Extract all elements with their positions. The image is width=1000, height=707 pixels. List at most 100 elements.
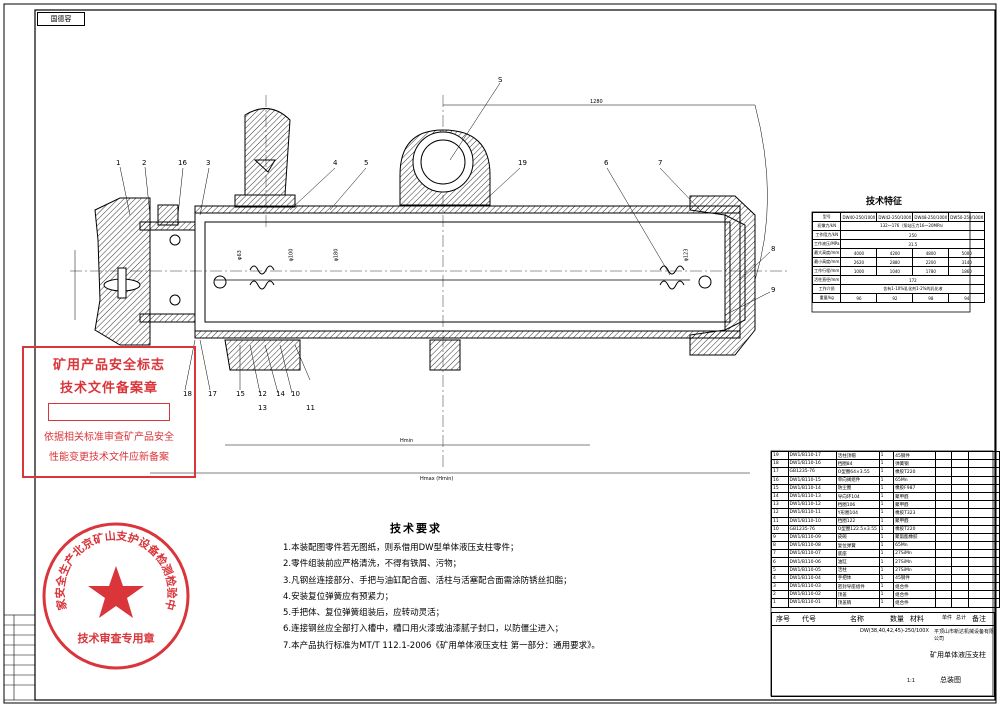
bom-cell: 1 xyxy=(878,565,895,575)
bom-cell: 3 xyxy=(771,581,789,592)
bom-cell: 2 xyxy=(771,590,789,600)
base xyxy=(689,195,756,356)
bom-cell: 1 xyxy=(878,467,895,477)
bom-cell: 11 xyxy=(771,516,789,526)
tech-spec-title: 技术特征 xyxy=(866,197,903,207)
bom-cell: 底座 xyxy=(835,549,880,559)
tech-spec-value: 2620 xyxy=(840,257,878,267)
bom-cell: DW1/B110-05 xyxy=(787,565,837,575)
stamp-line-3: 依据相关标准审查矿产品安全 xyxy=(44,432,174,443)
bom-cell: 8 xyxy=(771,541,789,551)
bom-cell: 导向环104 xyxy=(835,491,880,502)
bom-cell: 聚甲醛 xyxy=(893,491,937,502)
bom-cell: 手把体 xyxy=(835,573,880,584)
bom-cell: 顶盖销 xyxy=(835,598,880,608)
bom-cell: 1 xyxy=(878,541,895,551)
bom-cell xyxy=(935,516,953,526)
bom-header-unit: 单件 xyxy=(942,615,953,621)
bom-cell xyxy=(951,532,969,543)
tech-spec-value: 92 xyxy=(876,293,914,303)
bom-cell xyxy=(967,565,1000,575)
bom-cell xyxy=(935,549,953,559)
bom-cell: 防尘圈 xyxy=(835,483,880,493)
bom-cell xyxy=(935,524,953,534)
dim-hmax: Hmax (Hmin) xyxy=(420,476,454,482)
bom-cell: DW1/B110-12 xyxy=(787,500,837,510)
bom-cell xyxy=(935,581,953,592)
bom-header-remark: 备注 xyxy=(972,615,986,623)
bom-cell: DW1/B110-17 xyxy=(787,450,837,461)
bom-cell xyxy=(967,549,1000,559)
requirement-item: 7.本产品执行标准为MT/T 112.1-2006《矿用单体液压支柱 第一部分：… xyxy=(283,640,600,651)
bom-cell: 1 xyxy=(878,598,895,608)
bom-cell: 14 xyxy=(771,491,789,502)
clamp xyxy=(399,129,491,371)
bom-cell xyxy=(967,500,1000,510)
part-number-18: 18 xyxy=(183,390,192,398)
bom-cell: O型圈64×3.55 xyxy=(835,467,880,477)
part-number-s: S xyxy=(498,76,503,84)
tech-spec-value: 1040 xyxy=(876,266,914,276)
bom-header-name: 名称 xyxy=(850,615,864,623)
filing-stamp: 矿用产品安全标志 技术文件备案章 依据相关标准审查矿产品安全 性能变更技术文件应… xyxy=(22,346,196,478)
bom-cell xyxy=(935,459,953,469)
tech-spec-value: DW42-250/100X xyxy=(876,212,914,222)
bom-cell: 17 xyxy=(771,467,789,477)
bom-cell xyxy=(967,516,1000,526)
bom-cell: 15 xyxy=(771,483,789,493)
part-number-2: 2 xyxy=(142,159,147,167)
tech-spec-value: 172 xyxy=(840,275,986,285)
bom-cell: 挡圈106 xyxy=(835,500,880,510)
requirement-item: 1.本装配图零件若无图纸，则系借用DW型单体液压支柱零件； xyxy=(283,543,519,553)
bom-cell xyxy=(935,483,953,493)
bom-cell xyxy=(935,590,953,600)
bom-cell: 密封导座组件 xyxy=(835,581,880,592)
top-cap xyxy=(94,197,181,346)
bom-cell: 6 xyxy=(771,557,789,567)
bom-cell: 橡胶T220 xyxy=(893,524,937,534)
bom-cell: DW1/B110-16 xyxy=(787,459,837,469)
bom-cell: 1 xyxy=(878,491,895,502)
bom-cell xyxy=(951,459,969,469)
title-block: DW(38,40,42,45)-250/100X 平顶山市新达机械设备有限公司 … xyxy=(771,625,995,697)
bom-cell: 油缸 xyxy=(835,557,880,567)
reset-spring xyxy=(213,265,712,290)
bom-cell: 7 xyxy=(771,549,789,559)
bom-cell: 1 xyxy=(878,590,895,600)
tech-spec-value: 132～176（泵站压力16～20MPa） xyxy=(840,221,986,231)
tech-spec-label: 工作液压/MPa xyxy=(811,239,842,249)
bom-cell: 16 xyxy=(771,475,789,485)
bom-cell: 活柱 xyxy=(835,565,880,575)
bom-cell xyxy=(967,467,1000,477)
bom-cell xyxy=(935,598,953,608)
bom-cell xyxy=(967,590,1000,600)
bom-cell: 顶盖 xyxy=(835,590,880,600)
dim-d3: φ180 xyxy=(333,248,340,262)
bom-cell xyxy=(967,524,1000,534)
bom-cell: O型圈122.5×3.55 xyxy=(835,524,880,534)
part-number-5: 5 xyxy=(364,159,369,167)
bom-cell xyxy=(935,450,953,461)
bom-cell: 活柱顶帽 xyxy=(835,450,880,461)
bom-header-code: 代号 xyxy=(802,615,816,623)
bom-cell xyxy=(935,467,953,477)
bom-cell xyxy=(967,475,1000,485)
part-number-3: 3 xyxy=(206,159,211,167)
stamp-blank-box xyxy=(48,403,170,421)
bom-cell: 10 xyxy=(771,524,789,534)
tech-spec-label: 型号 xyxy=(811,212,842,222)
part-number-15: 15 xyxy=(236,390,245,398)
bom-cell xyxy=(935,500,953,510)
bom-cell: DW1/B110-01 xyxy=(787,598,837,608)
cylinder-body xyxy=(139,205,741,339)
